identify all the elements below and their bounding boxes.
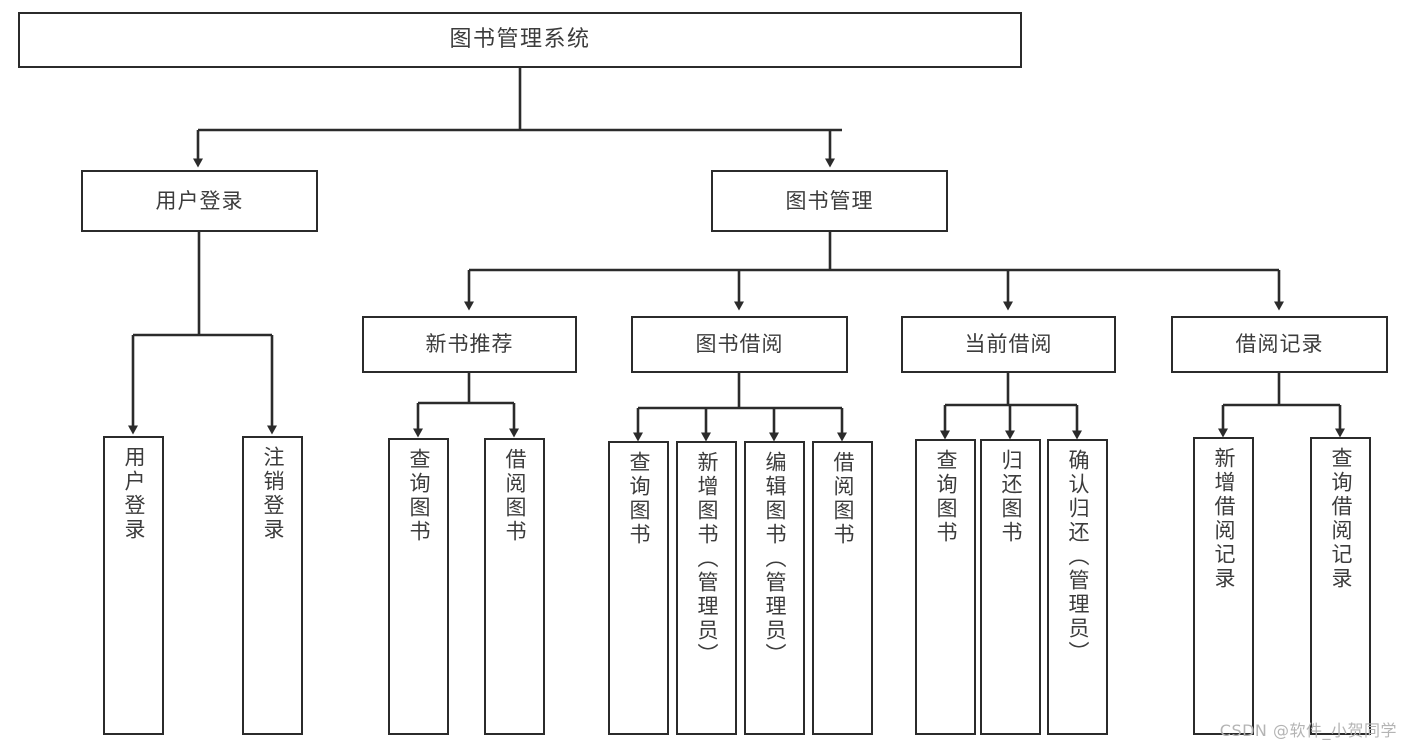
node-new-book-recommend-label: 新书推荐	[425, 332, 514, 357]
leaf-book-borrow-add-label: 新增图书（管理员）	[695, 451, 719, 667]
node-user-login[interactable]: 用户登录	[81, 170, 318, 232]
leaf-borrow-record-add[interactable]: 新增借阅记录	[1193, 437, 1254, 735]
leaf-book-borrow-add[interactable]: 新增图书（管理员）	[676, 441, 737, 735]
node-book-borrow-label: 图书借阅	[695, 332, 784, 357]
leaf-new-book-borrow[interactable]: 借阅图书	[484, 438, 545, 735]
leaf-book-borrow-edit[interactable]: 编辑图书（管理员）	[744, 441, 805, 735]
leaf-book-borrow-borrow-label: 借阅图书	[831, 451, 855, 547]
leaf-current-borrow-return-label: 归还图书	[999, 449, 1023, 545]
leaf-new-book-query[interactable]: 查询图书	[388, 438, 449, 735]
leaf-borrow-record-query[interactable]: 查询借阅记录	[1310, 437, 1371, 735]
node-user-login-label: 用户登录	[155, 188, 244, 213]
leaf-user-login-login[interactable]: 用户登录	[103, 436, 164, 735]
leaf-book-borrow-query-label: 查询图书	[627, 451, 651, 547]
leaf-book-borrow-query[interactable]: 查询图书	[608, 441, 669, 735]
leaf-user-login-logout[interactable]: 注销登录	[242, 436, 303, 735]
leaf-new-book-borrow-label: 借阅图书	[503, 448, 527, 544]
leaf-borrow-record-add-label: 新增借阅记录	[1212, 447, 1236, 591]
node-current-borrow-label: 当前借阅	[964, 332, 1053, 357]
leaf-borrow-record-query-label: 查询借阅记录	[1329, 447, 1353, 591]
leaf-current-borrow-confirm[interactable]: 确认归还（管理员）	[1047, 439, 1108, 735]
leaf-book-borrow-edit-label: 编辑图书（管理员）	[763, 451, 787, 667]
node-book-borrow[interactable]: 图书借阅	[631, 316, 848, 373]
watermark-csdn: CSDN @软件_小贺同学	[1219, 721, 1397, 740]
node-current-borrow[interactable]: 当前借阅	[901, 316, 1116, 373]
leaf-current-borrow-confirm-label: 确认归还（管理员）	[1066, 449, 1090, 665]
leaf-current-borrow-query-label: 查询图书	[934, 449, 958, 545]
node-borrow-record[interactable]: 借阅记录	[1171, 316, 1388, 373]
leaf-user-login-logout-label: 注销登录	[261, 446, 285, 542]
leaf-current-borrow-query[interactable]: 查询图书	[915, 439, 976, 735]
leaf-book-borrow-borrow[interactable]: 借阅图书	[812, 441, 873, 735]
node-book-management[interactable]: 图书管理	[711, 170, 948, 232]
node-borrow-record-label: 借阅记录	[1235, 332, 1324, 357]
leaf-new-book-query-label: 查询图书	[407, 448, 431, 544]
leaf-user-login-login-label: 用户登录	[122, 446, 146, 542]
node-root-system[interactable]: 图书管理系统	[18, 12, 1022, 68]
node-book-management-label: 图书管理	[785, 188, 874, 213]
leaf-current-borrow-return[interactable]: 归还图书	[980, 439, 1041, 735]
node-root-system-label: 图书管理系统	[449, 27, 591, 53]
node-new-book-recommend[interactable]: 新书推荐	[362, 316, 577, 373]
